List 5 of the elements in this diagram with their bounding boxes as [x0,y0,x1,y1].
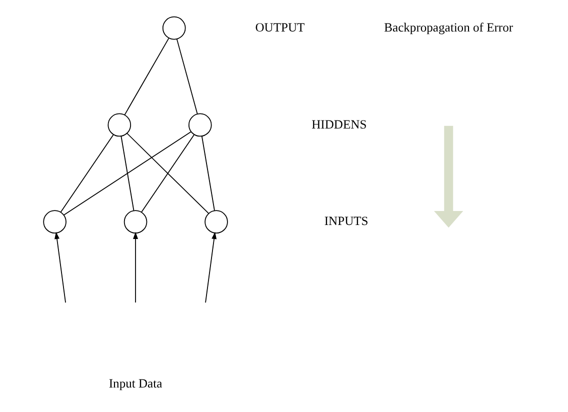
label: OUTPUT [255,20,305,34]
label: INPUTS [324,214,368,228]
label: Input Data [108,376,162,390]
label: HIDDENS [312,117,367,132]
label: Backpropagation of Error [384,20,514,34]
